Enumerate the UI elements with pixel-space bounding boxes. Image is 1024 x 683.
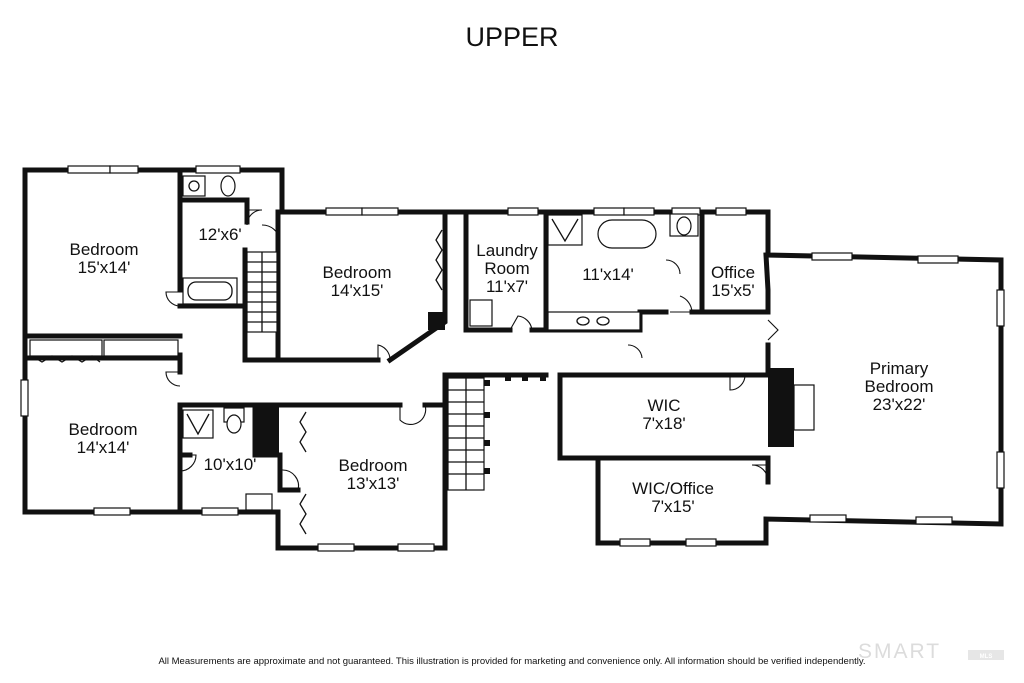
watermark-logo: SMART MLS: [858, 640, 1004, 663]
room-labels: Bedroom 15'x14' 12'x6' Bedroom 14'x15' L…: [69, 225, 934, 516]
bedroom-a-size: 15'x14': [78, 258, 131, 277]
primary-bath-size: 11'x14': [582, 265, 634, 284]
laundry-name-1: Laundry: [476, 241, 538, 260]
closets: [29, 229, 443, 535]
windows: [20, 165, 1005, 552]
bath-a-size: 12'x6': [198, 225, 241, 244]
wic-office-name: WIC/Office: [632, 479, 714, 498]
primary-bedroom-name-1: Primary: [870, 359, 929, 378]
bedroom-a-name: Bedroom: [70, 240, 139, 259]
disclaimer-text: All Measurements are approximate and not…: [158, 656, 865, 667]
bedroom-c-size: 14'x14': [77, 438, 130, 457]
bedroom-c-name: Bedroom: [69, 420, 138, 439]
laundry-name-2: Room: [484, 259, 529, 278]
bedroom-b-name: Bedroom: [323, 263, 392, 282]
wic-name: WIC: [647, 396, 680, 415]
bedroom-d-size: 13'x13': [347, 474, 400, 493]
laundry-size: 11'x7': [486, 277, 528, 296]
wic-size: 7'x18': [642, 414, 685, 433]
watermark-tag: MLS: [980, 654, 993, 660]
walls: [22, 167, 1004, 551]
primary-bedroom-name-2: Bedroom: [865, 377, 934, 396]
watermark-brand: SMART: [858, 640, 941, 663]
bath-c-size: 10'x10': [204, 455, 257, 474]
stairs: [246, 251, 546, 491]
bedroom-b-size: 14'x15': [331, 281, 384, 300]
wic-office-size: 7'x15': [651, 497, 694, 516]
doors: [165, 209, 779, 491]
primary-bedroom-size: 23'x22': [873, 395, 926, 414]
solid-blocks: [255, 312, 815, 453]
fixtures: [182, 175, 699, 511]
bedroom-d-name: Bedroom: [339, 456, 408, 475]
office-size: 15'x5': [711, 281, 754, 300]
office-name: Office: [711, 263, 755, 282]
plan-title: UPPER: [465, 22, 558, 52]
